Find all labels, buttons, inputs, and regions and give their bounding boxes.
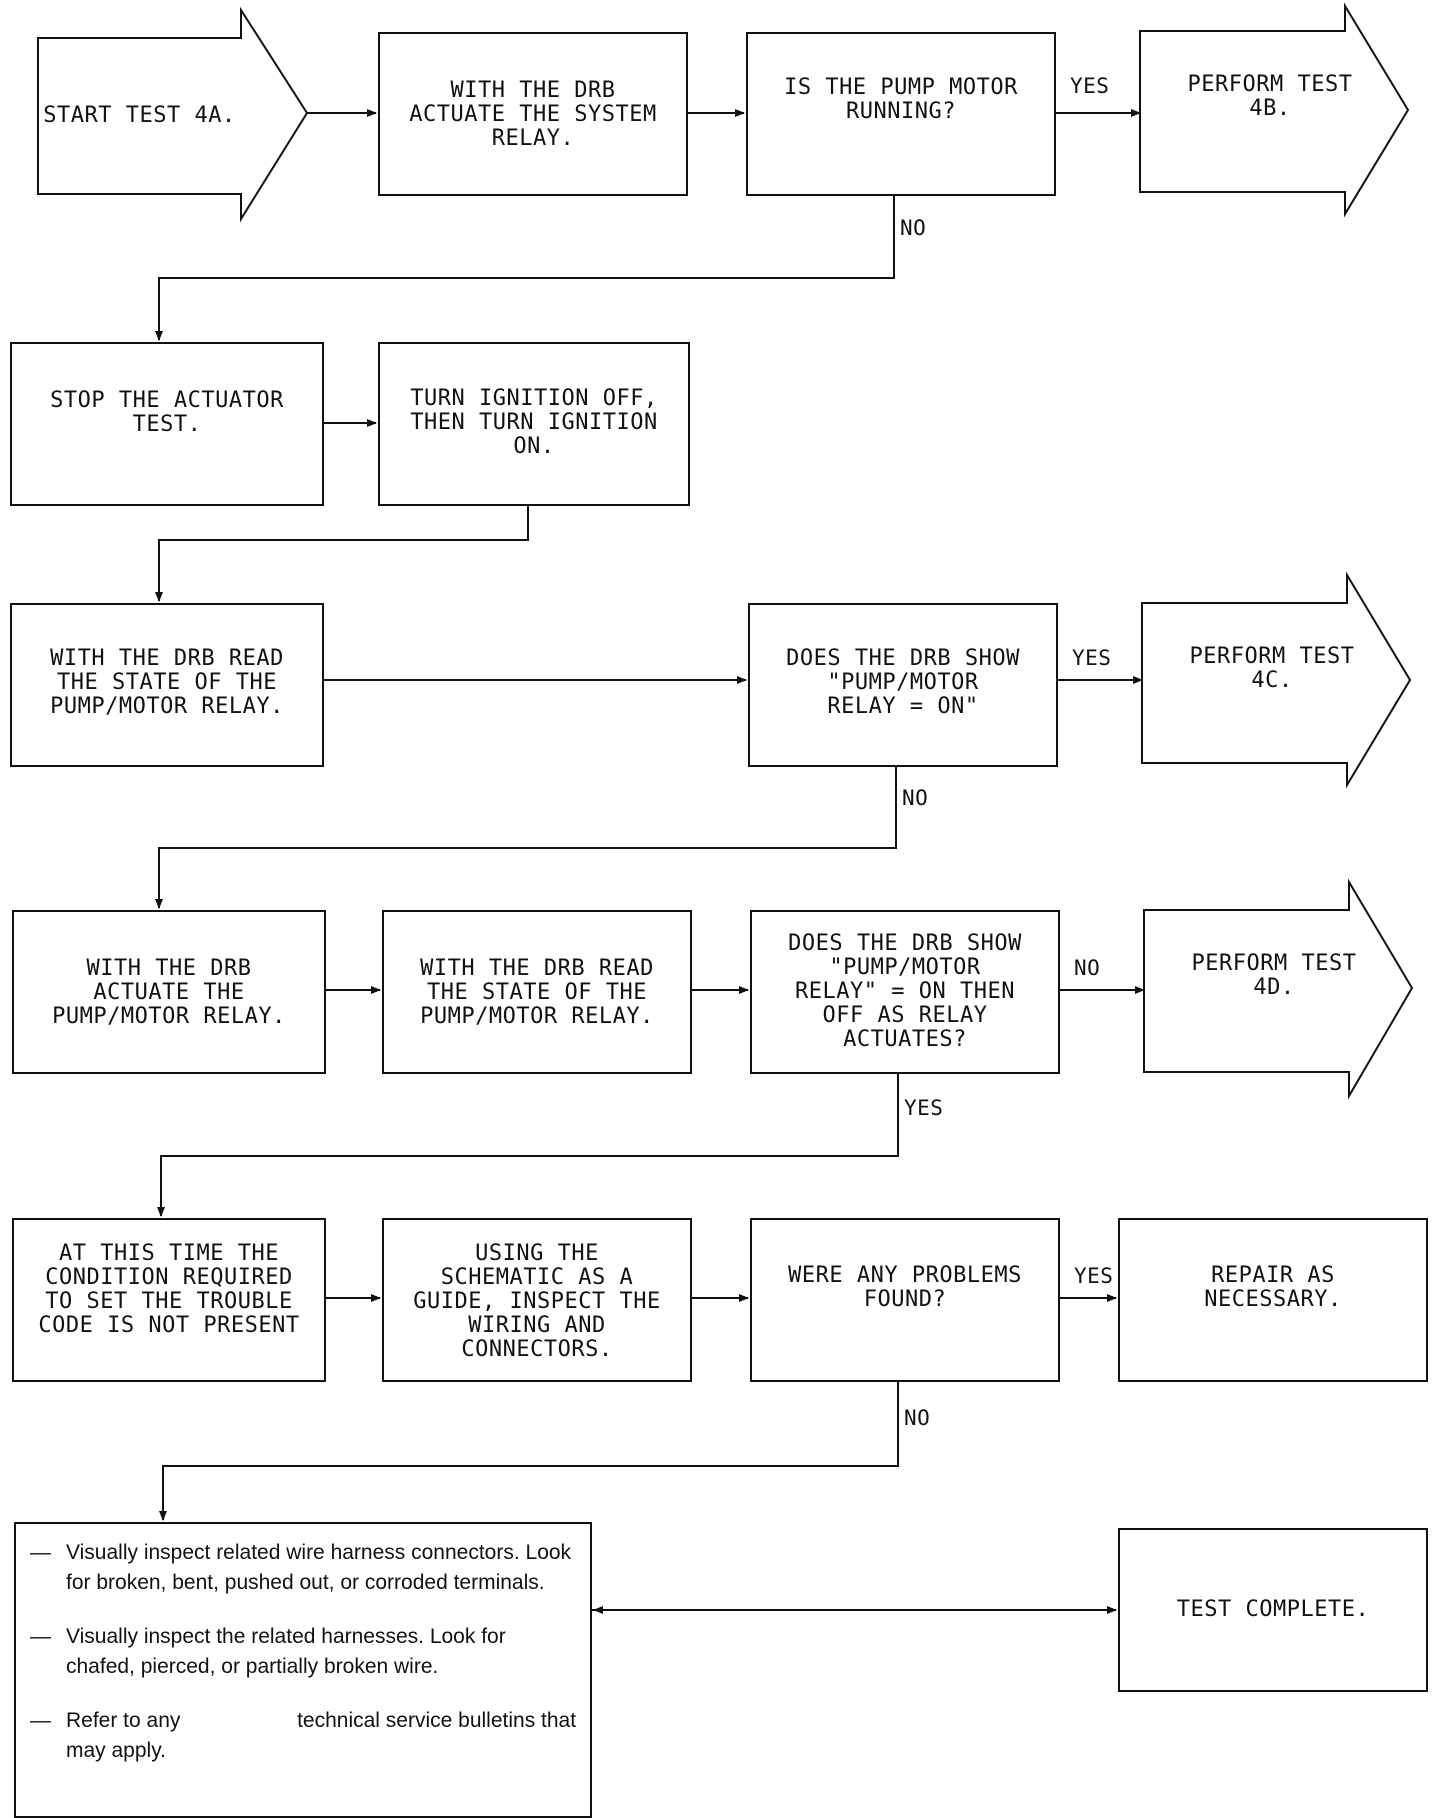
label-yes-3: YES bbox=[904, 1096, 944, 1120]
note-item: — Visually inspect related wire harness … bbox=[30, 1538, 580, 1598]
test-complete-box: TEST COMPLETE. bbox=[1118, 1528, 1428, 1692]
note-text: Visually inspect related wire harness co… bbox=[66, 1541, 572, 1594]
edge-ignition-to-read bbox=[155, 505, 529, 602]
stop-actuator-box: STOP THE ACTUATOR TEST. bbox=[10, 342, 324, 506]
start-node: START TEST 4A. bbox=[43, 103, 236, 128]
edge-no-to-actuate-pump bbox=[155, 765, 897, 909]
label-no-1: NO bbox=[900, 216, 927, 240]
read-relay-state-box: WITH THE DRB READ THE STATE OF THE PUMP/… bbox=[10, 603, 324, 767]
pump-running-decision: IS THE PUMP MOTOR RUNNING? bbox=[746, 32, 1056, 196]
repair-box: REPAIR AS NECESSARY. bbox=[1118, 1218, 1428, 1382]
edge-no-to-stop bbox=[155, 194, 895, 341]
note-dash: — bbox=[30, 1541, 51, 1564]
start-arrow-shape bbox=[37, 6, 309, 223]
label-no-3: NO bbox=[1074, 956, 1101, 980]
problems-found-decision: WERE ANY PROBLEMS FOUND? bbox=[750, 1218, 1060, 1382]
note-text: Refer to any technical service bulletins… bbox=[66, 1709, 582, 1762]
note-dash: — bbox=[30, 1625, 51, 1648]
inspection-notes-box: — Visually inspect related wire harness … bbox=[14, 1522, 592, 1818]
note-dash: — bbox=[30, 1709, 51, 1732]
label-yes-1: YES bbox=[1070, 74, 1110, 98]
note-text: Visually inspect the related harnesses. … bbox=[66, 1625, 512, 1678]
label-yes-2: YES bbox=[1072, 646, 1112, 670]
label-yes-4: YES bbox=[1074, 1264, 1114, 1288]
perform-4b-arrow-shape bbox=[1139, 2, 1410, 218]
read-relay-state-2-box: WITH THE DRB READ THE STATE OF THE PUMP/… bbox=[382, 910, 692, 1074]
edge-no-to-notes bbox=[159, 1382, 899, 1521]
perform-4c-arrow-shape bbox=[1141, 571, 1412, 789]
relay-on-off-decision: DOES THE DRB SHOW "PUMP/MOTOR RELAY" = O… bbox=[750, 910, 1060, 1074]
label-no-4: NO bbox=[904, 1406, 931, 1430]
perform-test-4c-node: PERFORM TEST 4C. bbox=[1189, 644, 1355, 693]
perform-test-4d-node: PERFORM TEST 4D. bbox=[1191, 951, 1357, 1000]
inspect-wiring-box: USING THE SCHEMATIC AS A GUIDE, INSPECT … bbox=[382, 1218, 692, 1382]
actuate-pump-relay-box: WITH THE DRB ACTUATE THE PUMP/MOTOR RELA… bbox=[12, 910, 326, 1074]
edge-yes-to-condition bbox=[157, 1072, 899, 1217]
condition-not-present-box: AT THIS TIME THE CONDITION REQUIRED TO S… bbox=[12, 1218, 326, 1382]
actuate-system-relay-box: WITH THE DRB ACTUATE THE SYSTEM RELAY. bbox=[378, 32, 688, 196]
note-item: — Refer to any technical service bulleti… bbox=[30, 1706, 580, 1766]
perform-test-4b-node: PERFORM TEST 4B. bbox=[1187, 72, 1353, 121]
perform-4d-arrow-shape bbox=[1143, 878, 1414, 1100]
ignition-cycle-box: TURN IGNITION OFF, THEN TURN IGNITION ON… bbox=[378, 342, 690, 506]
relay-on-decision: DOES THE DRB SHOW "PUMP/MOTOR RELAY = ON… bbox=[748, 603, 1058, 767]
label-no-2: NO bbox=[902, 786, 929, 810]
note-item: — Visually inspect the related harnesses… bbox=[30, 1622, 580, 1682]
